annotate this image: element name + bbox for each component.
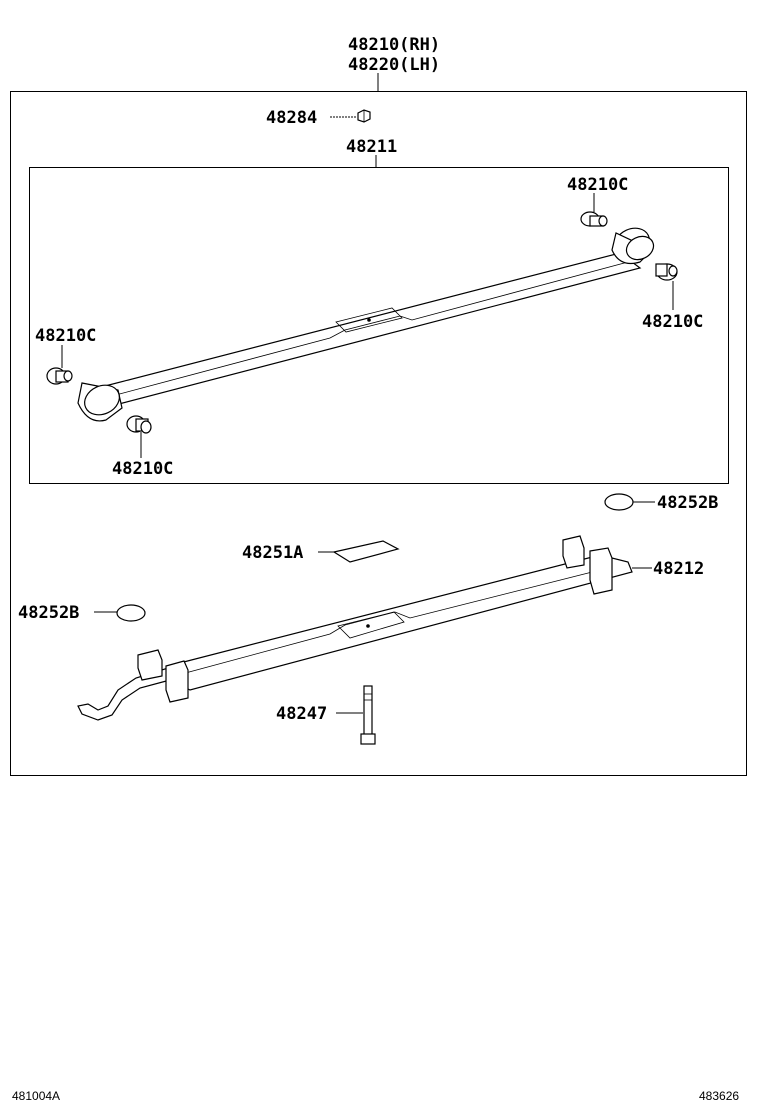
bushing-left-label: 48210C [35, 326, 96, 346]
insert-label: 48251A [242, 543, 303, 563]
assembly-label-lh: 48220(LH) [348, 55, 440, 75]
bushing-right-icon [655, 263, 678, 281]
silencer-right-label: 48252B [657, 493, 718, 513]
leaf-spring-assembly [77, 227, 655, 422]
leaf-assembly-label: 48211 [346, 137, 397, 157]
assembly-label-rh: 48210(RH) [348, 35, 440, 55]
leaf-assembly-frame [29, 167, 729, 484]
illustration-code: 481004A [12, 1089, 60, 1103]
bushing-top-label: 48210C [567, 175, 628, 195]
bushing-left-icon [46, 367, 73, 385]
page-code: 483626 [699, 1089, 739, 1103]
assembly-frame [10, 91, 747, 776]
main-leaf-icon [77, 535, 633, 721]
nut-icon [357, 109, 371, 123]
silencer-left-label: 48252B [18, 603, 79, 623]
bushing-right-label: 48210C [642, 312, 703, 332]
center-bolt-label: 48247 [276, 704, 327, 724]
silencer-left-icon [116, 604, 146, 622]
silencer-right-icon [604, 493, 634, 511]
main-leaf-label: 48212 [653, 559, 704, 579]
center-bolt-icon [360, 685, 376, 745]
bushing-bottom-label: 48210C [112, 459, 173, 479]
nut-label: 48284 [266, 108, 317, 128]
insert-icon [332, 540, 400, 563]
bushing-top-icon [580, 211, 608, 227]
bushing-bottom-icon [126, 415, 152, 434]
